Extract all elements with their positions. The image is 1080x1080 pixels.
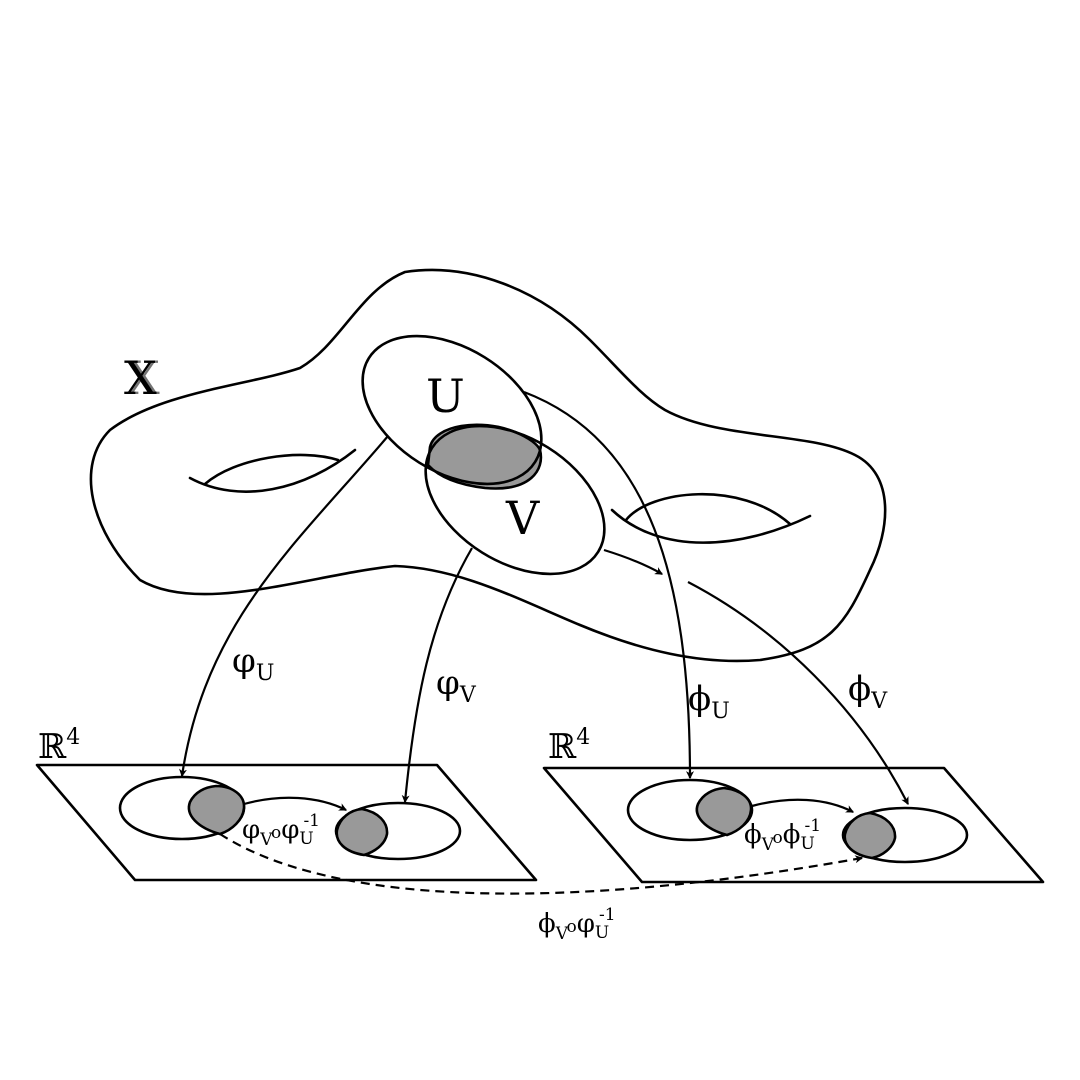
right-image-u-overlap — [695, 786, 753, 837]
right-image-v — [841, 806, 969, 864]
svg-text:ℝ4: ℝ4 — [38, 725, 80, 767]
arrow-phi-u — [179, 435, 389, 778]
cross-transition-label: ϕVoφU-1 — [538, 905, 616, 944]
svg-text:φU: φU — [232, 641, 274, 686]
open-set-u — [361, 334, 543, 486]
left-plane-label: ℝ4 — [38, 725, 80, 767]
svg-text:ϕU: ϕU — [688, 679, 730, 724]
arrow-psi-u — [523, 390, 694, 780]
right-euclidean-plane — [542, 766, 1045, 884]
open-set-u-label: U — [426, 369, 465, 423]
left-euclidean-plane — [35, 763, 538, 882]
chart-label-phi-u: φU — [232, 641, 274, 686]
open-set-v — [424, 424, 606, 576]
right-image-v-overlap — [843, 811, 897, 860]
left-transition-label: φVoφU-1 — [242, 811, 320, 850]
right-hole-lower — [610, 508, 812, 544]
svg-text:ϕV: ϕV — [848, 669, 888, 714]
open-set-v-label: V — [505, 491, 540, 545]
right-transition-arrow — [751, 798, 855, 813]
svg-text:φV: φV — [436, 663, 477, 708]
svg-text:ϕVoφU-1: ϕVoφU-1 — [538, 905, 616, 944]
chart-label-psi-u: ϕU — [688, 679, 730, 724]
svg-text:ℝ4: ℝ4 — [548, 725, 590, 767]
left-image-v-overlap — [335, 807, 389, 857]
chart-label-phi-v: φV — [436, 663, 477, 708]
arrow-psi-v-a — [603, 548, 663, 575]
space-label-x-double: X — [127, 351, 160, 405]
left-hole-lower — [188, 448, 357, 493]
right-plane-label: ℝ4 — [548, 725, 590, 767]
cross-transition-arrow — [219, 833, 864, 895]
space-label-x: X — [124, 351, 157, 405]
left-hole-upper — [203, 453, 340, 486]
left-transition-arrow — [243, 796, 348, 811]
svg-text:φVoφU-1: φVoφU-1 — [242, 811, 320, 850]
manifold-outline — [89, 268, 887, 663]
chart-label-psi-v: ϕV — [848, 669, 888, 714]
right-hole-upper — [624, 492, 792, 526]
right-transition-label: ϕVoϕU-1 — [744, 816, 821, 855]
svg-text:ϕVoϕU-1: ϕVoϕU-1 — [744, 816, 821, 855]
left-image-u-overlap — [187, 784, 246, 836]
